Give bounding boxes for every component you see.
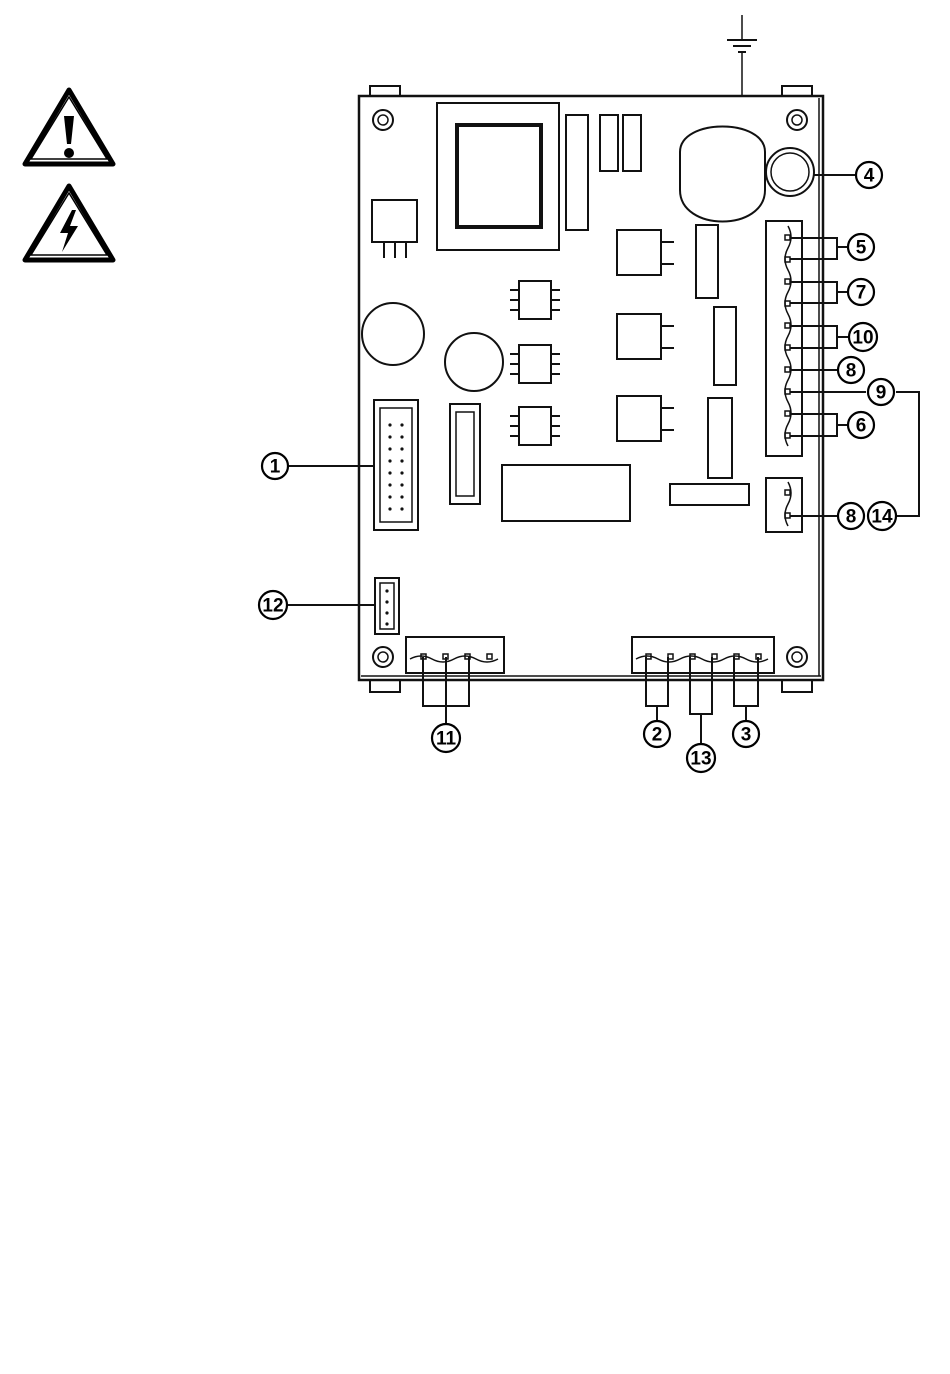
svg-text:4: 4 xyxy=(864,166,875,187)
svg-text:5: 5 xyxy=(856,238,867,259)
svg-text:10: 10 xyxy=(852,328,873,349)
svg-text:6: 6 xyxy=(856,416,867,437)
svg-text:14: 14 xyxy=(871,507,893,528)
svg-text:7: 7 xyxy=(856,283,867,304)
callout-2: 2 xyxy=(644,721,670,747)
electric-shock-hazard-icon xyxy=(25,186,113,260)
svg-text:13: 13 xyxy=(690,749,711,770)
callout-3: 3 xyxy=(733,721,759,747)
callout-10: 10 xyxy=(849,323,877,351)
callout-1: 1 xyxy=(262,453,288,479)
svg-text:1: 1 xyxy=(270,457,281,478)
callout-4: 4 xyxy=(856,162,882,188)
callout-11: 11 xyxy=(432,724,460,752)
callout-9: 9 xyxy=(868,379,894,405)
svg-text:11: 11 xyxy=(436,729,457,750)
svg-text:3: 3 xyxy=(741,725,752,746)
warning-exclamation-icon xyxy=(25,90,113,164)
svg-text:2: 2 xyxy=(652,725,663,746)
callout-8-upper: 8 xyxy=(838,357,864,383)
svg-text:8: 8 xyxy=(846,361,857,382)
callout-12: 12 xyxy=(259,591,287,619)
callout-13: 13 xyxy=(687,744,715,772)
pcb-board xyxy=(359,86,823,692)
callout-14: 14 xyxy=(868,502,896,530)
callout-8-lower: 8 xyxy=(838,503,864,529)
callout-5: 5 xyxy=(848,234,874,260)
svg-text:12: 12 xyxy=(262,596,283,617)
svg-text:9: 9 xyxy=(876,383,887,404)
svg-text:8: 8 xyxy=(846,507,857,528)
callout-7: 7 xyxy=(848,279,874,305)
callout-6: 6 xyxy=(848,412,874,438)
